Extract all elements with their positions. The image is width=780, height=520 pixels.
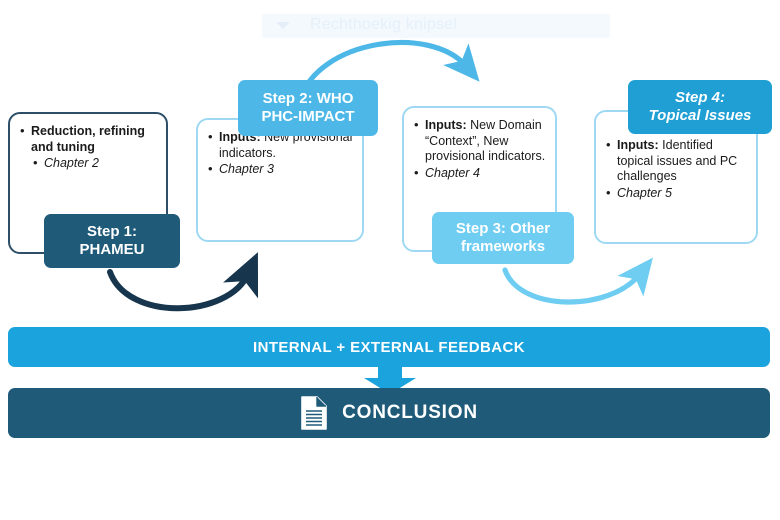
list-item: Inputs: Identified topical issues and PC… xyxy=(606,137,748,185)
ghost-toolbar-label: Rechthoekig knipsel xyxy=(310,16,457,33)
box-2-item-2: Chapter 3 xyxy=(219,162,274,176)
badge-step-4-line1: Step 4: xyxy=(674,89,725,106)
badge-step-4[interactable]: Step 4: Topical Issues xyxy=(628,80,772,134)
box-1-item-1: Reduction, refining and tuning xyxy=(31,124,145,154)
badge-step-3-line1: Step 3: Other xyxy=(455,220,551,237)
arrow-step3-to-step4 xyxy=(502,257,653,305)
box-4-item-1: Identified topical issues and PC challen… xyxy=(617,138,738,183)
bar-conclusion: CONCLUSION xyxy=(8,388,770,438)
bar-feedback-label: INTERNAL + EXTERNAL FEEDBACK xyxy=(253,338,525,356)
box-1-item-2: Chapter 2 xyxy=(44,156,99,170)
badge-step-3-line2: frameworks xyxy=(460,238,546,255)
box-4-item-2: Chapter 5 xyxy=(617,185,672,200)
badge-step-2-line1: Step 2: WHO xyxy=(262,90,354,107)
bar-internal-external-feedback: INTERNAL + EXTERNAL FEEDBACK xyxy=(8,327,770,367)
badge-step-1-line2: PHAMEU xyxy=(79,241,145,258)
list-item: Chapter 5 xyxy=(606,185,748,202)
box-3-item-1-lead: Inputs: xyxy=(425,118,467,132)
badge-step-3[interactable]: Step 3: Other frameworks xyxy=(432,212,574,264)
list-item: Chapter 4 xyxy=(414,165,547,182)
box-step-2: Inputs: New provisional indicators. Chap… xyxy=(196,118,364,242)
box-3-item-2: Chapter 4 xyxy=(425,165,480,180)
chevron-down-icon xyxy=(276,22,290,29)
badge-step-1-line1: Step 1: xyxy=(86,223,137,240)
badge-step-2[interactable]: Step 2: WHO PHC-IMPACT xyxy=(238,80,378,136)
box-4-item-1-lead: Inputs: xyxy=(617,138,659,152)
list-item: Inputs: New Domain “Context”, New provis… xyxy=(414,117,547,165)
ghost-toolbar-remnant xyxy=(262,14,610,38)
box-3-item-1: New Domain “Context”, New provisional in… xyxy=(425,118,546,163)
document-icon xyxy=(300,396,328,430)
arrow-down-icon xyxy=(364,366,416,394)
bar-conclusion-label: CONCLUSION xyxy=(342,402,478,423)
list-item: Chapter 2 xyxy=(20,155,158,172)
badge-step-4-line2: Topical Issues xyxy=(648,107,752,124)
list-item: Chapter 3 xyxy=(208,161,354,178)
badge-step-2-line2: PHC-IMPACT xyxy=(261,108,355,125)
arrow-step1-to-step2 xyxy=(107,252,258,312)
badge-step-1[interactable]: Step 1: PHAMEU xyxy=(44,214,180,268)
list-item: Reduction, refining and tuning xyxy=(20,123,158,155)
